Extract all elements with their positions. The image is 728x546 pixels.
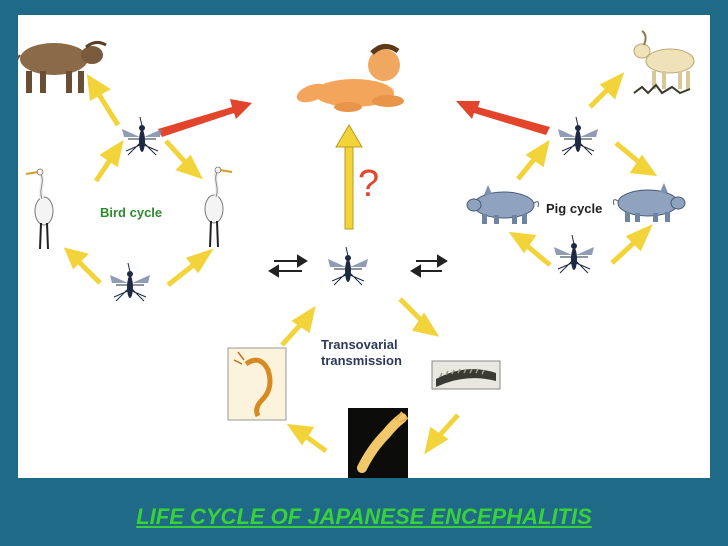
human-infant-icon [296, 44, 404, 112]
mosquito-icon [109, 262, 151, 302]
slide-title: LIFE CYCLE OF JAPANESE ENCEPHALITIS [136, 504, 592, 529]
diagram-canvas [18, 30, 695, 478]
mosquito-icon [557, 116, 599, 156]
buffalo-icon [18, 40, 107, 93]
egret-icon [203, 165, 234, 249]
bird-cycle-arrows [63, 74, 214, 287]
egg-raft-icon [431, 360, 501, 390]
goat-icon [633, 30, 695, 95]
pig-cycle-label: Pig cycle [546, 201, 603, 216]
mosquito-icon [327, 246, 369, 286]
egret-icon [24, 167, 55, 251]
mosquito-icon [553, 234, 595, 274]
center-arrow [335, 124, 363, 230]
question-mark: ? [358, 163, 380, 205]
pupa-icon [348, 408, 409, 478]
red-arrows [158, 99, 550, 137]
exchange-arrows-icon [268, 254, 308, 278]
diagram-panel: Bird cycle Pig cycle Transovarial transm… [18, 15, 710, 478]
exchange-arrows-icon [410, 254, 448, 278]
larva-icon [227, 347, 287, 421]
mosquito-icon [121, 116, 163, 156]
pig-icon [613, 182, 686, 223]
transovarial-label: Transovarial transmission [321, 337, 402, 369]
transovarial-label-line2: transmission [321, 353, 402, 368]
bird-cycle-label: Bird cycle [100, 205, 163, 220]
pig-icon [466, 184, 539, 225]
transovarial-label-line1: Transovarial [321, 337, 398, 352]
pig-cycle-arrows [508, 72, 658, 267]
transovarial-arrows [280, 297, 460, 455]
